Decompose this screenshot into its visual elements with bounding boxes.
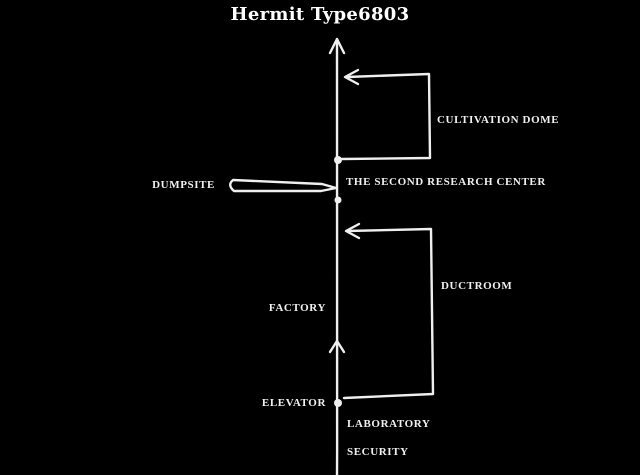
cultivation-dome-arrowhead-icon bbox=[343, 68, 360, 86]
label-laboratory: LABORATORY bbox=[347, 418, 431, 430]
lower-junction-node-dot bbox=[334, 196, 342, 204]
ductroom-arrowhead-icon bbox=[344, 222, 361, 240]
main-route-line bbox=[335, 39, 339, 475]
elevator-node-dot bbox=[334, 399, 342, 407]
label-elevator: ELEVATOR bbox=[261, 397, 326, 409]
label-ductroom: DUCTROOM bbox=[441, 280, 513, 292]
map-title: Hermit Type6803 bbox=[230, 4, 410, 25]
dumpsite-arrow bbox=[229, 178, 338, 193]
label-dumpsite: DUMPSITE bbox=[152, 179, 215, 191]
up-arrowhead-icon bbox=[328, 37, 346, 55]
ductroom-loop bbox=[342, 227, 435, 400]
label-security: SECURITY bbox=[347, 446, 409, 458]
label-factory: FACTORY bbox=[268, 302, 326, 314]
mid-route-up-arrowhead-icon bbox=[328, 339, 346, 354]
label-cultivation-dome: CULTIVATION DOME bbox=[437, 114, 560, 126]
cultivation-dome-loop bbox=[340, 72, 432, 161]
research-center-node-dot bbox=[334, 156, 342, 164]
label-second-research-center: THE SECOND RESEARCH CENTER bbox=[346, 176, 546, 188]
